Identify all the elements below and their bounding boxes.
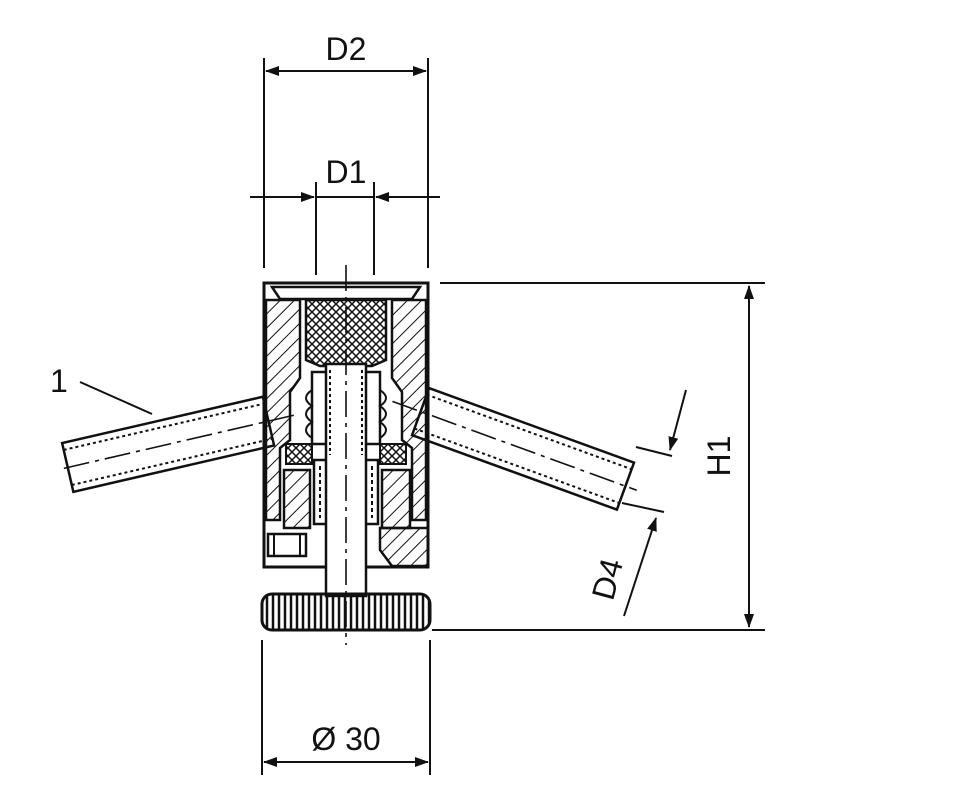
- label-diameter-30: Ø 30: [311, 721, 380, 757]
- dimension-h1: H1: [432, 282, 765, 631]
- label-h1: H1: [701, 436, 737, 477]
- label-d2: D2: [326, 31, 367, 67]
- valve-body: [262, 281, 430, 598]
- callout-1: 1: [50, 363, 153, 415]
- dimension-d1: D1: [250, 154, 440, 275]
- dimension-diameter-30: Ø 30: [261, 640, 431, 775]
- label-d1: D1: [326, 154, 367, 190]
- label-callout-1: 1: [50, 363, 68, 399]
- dimension-d2: D2: [263, 31, 429, 268]
- right-hose-tube: [392, 386, 638, 512]
- label-d4: D4: [585, 555, 630, 604]
